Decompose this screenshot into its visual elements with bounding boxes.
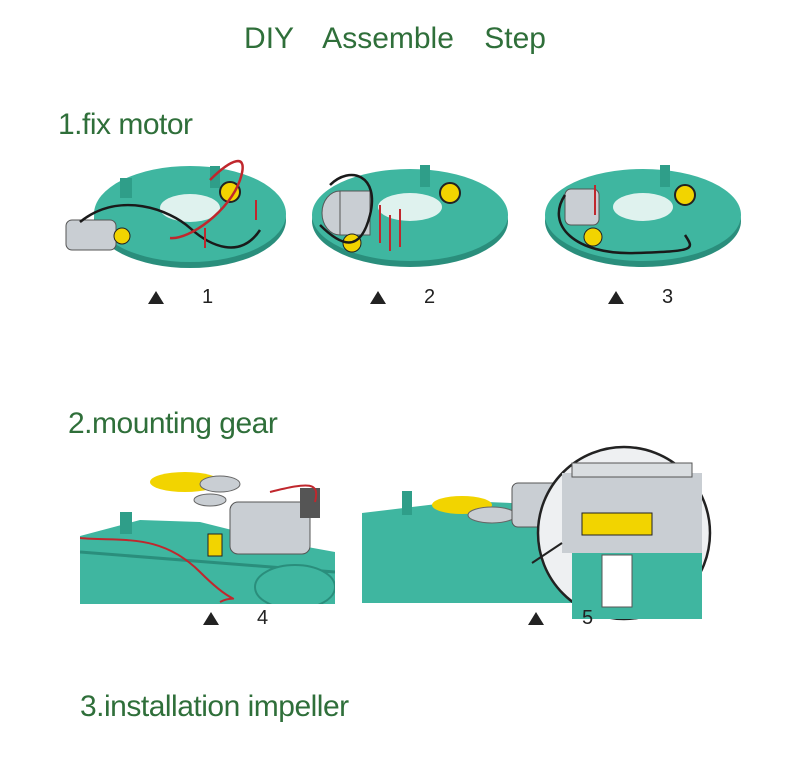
motor-icon [229,488,320,555]
gear-icon [674,184,696,206]
step-2-caption: 2 [370,286,435,309]
step-5-illustration [362,445,712,621]
step-4-illustration [80,472,335,604]
step-3-caption: 3 [608,286,673,309]
gear-icon [432,496,517,524]
gear-icon [219,181,241,203]
zoom-callout-icon [536,445,712,621]
triangle-up-icon [528,612,544,625]
step-2-illustration [312,165,508,267]
triangle-up-icon [370,291,386,304]
gear-icon [439,182,461,204]
motor-icon [65,219,131,251]
step-number: 1 [202,286,214,308]
gear-icon [150,472,241,507]
step-4-caption: 4 [203,607,268,630]
triangle-up-icon [608,291,624,304]
step-number: 2 [424,286,436,308]
step-number: 3 [662,286,674,308]
triangle-up-icon [203,612,219,625]
step-1-caption: 1 [148,286,213,309]
motor-icon [564,188,600,226]
motor-icon [321,190,371,236]
step-5-caption: 5 [528,607,593,630]
step-3-illustration [545,165,741,267]
section-heading-fix-motor: 1.fix motor [58,108,193,141]
step-number: 4 [257,607,269,629]
step-number: 5 [582,607,594,629]
section-heading-installation-impeller: 3.installation impeller [80,690,349,723]
section-heading-mounting-gear: 2.mounting gear [68,407,278,440]
triangle-up-icon [148,291,164,304]
step-1-illustration [65,160,286,268]
page-title: DIY Assemble Step [244,22,546,55]
